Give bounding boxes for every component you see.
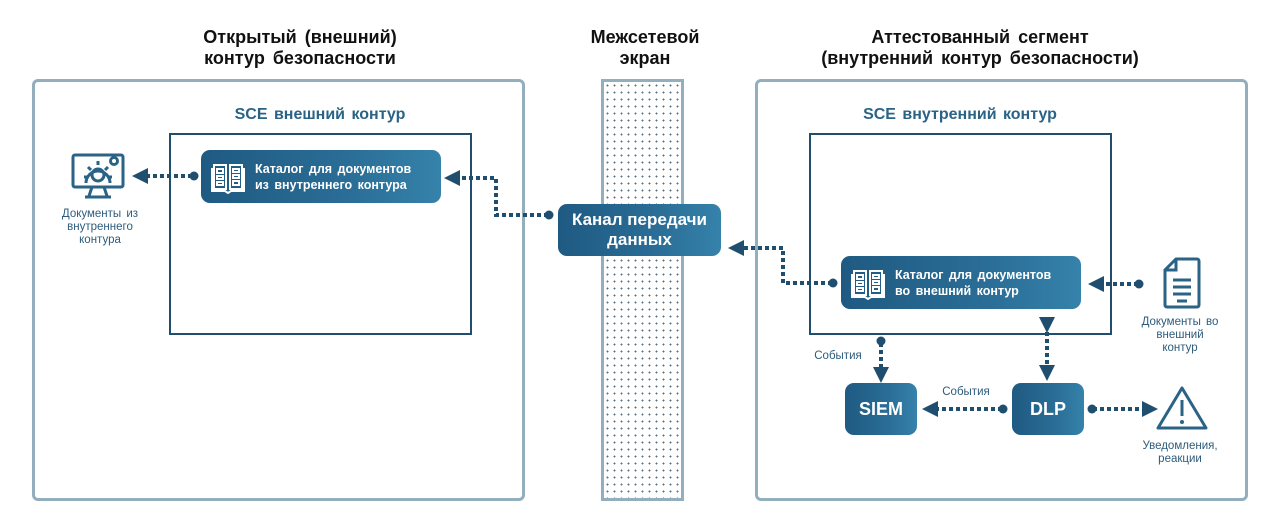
data-channel-node[interactable]: Канал передачи данных	[558, 204, 721, 256]
heading-line: экран	[619, 48, 671, 68]
heading-line: контур безопасности	[204, 48, 396, 68]
internal-source-label: Документы во внешний контур	[1125, 316, 1235, 355]
label-line: контура	[79, 234, 121, 246]
heading-line: Открытый (внешний)	[203, 27, 397, 47]
label-line: внешний	[1156, 329, 1204, 341]
external-catalog-label: Каталог для документов из внутреннего ко…	[255, 161, 411, 193]
label-line: внутреннего	[67, 221, 133, 233]
external-sce-box	[169, 133, 472, 335]
internal-sce-box	[809, 133, 1112, 335]
connector-dot	[544, 210, 554, 220]
internal-catalog-node[interactable]: Каталог для документов во внешний контур	[841, 256, 1081, 309]
internal-zone-heading: Аттестованный сегмент (внутренний контур…	[760, 27, 1200, 69]
siem-node[interactable]: SIEM	[845, 383, 917, 435]
connector-dot	[828, 278, 838, 288]
channel-line: данных	[607, 230, 672, 249]
connector-internal-catalog-to-channel	[728, 240, 832, 285]
internal-catalog-label: Каталог для документов во внешний контур	[895, 267, 1051, 299]
heading-line: Межсетевой	[590, 27, 700, 47]
book-icon	[211, 163, 245, 194]
catalog-line: Каталог для документов	[895, 267, 1052, 282]
connector-dot	[1087, 404, 1097, 414]
events-label-dlp: События	[942, 386, 990, 398]
connector-dot	[998, 404, 1008, 414]
external-zone	[32, 79, 525, 501]
label-line: Уведомления,	[1142, 440, 1218, 452]
dlp-node[interactable]: DLP	[1012, 383, 1084, 435]
external-endpoint-label: Документы из внутреннего контура	[45, 208, 155, 247]
internal-sce-title: SCE внутренний контур	[863, 106, 1057, 123]
label-line: Документы из	[61, 208, 139, 220]
external-catalog-node[interactable]: Каталог для документов из внутреннего ко…	[201, 150, 441, 203]
external-sce-title: SCE внешний контур	[234, 106, 406, 123]
label-line: реакции	[1158, 453, 1202, 465]
connector-dot	[876, 336, 886, 346]
external-zone-heading: Открытый (внешний) контур безопасности	[150, 27, 450, 69]
label-line: Документы во	[1141, 316, 1219, 328]
firewall-column	[601, 79, 684, 501]
firewall-heading: Межсетевой экран	[560, 27, 730, 69]
monitor-gear-icon	[71, 153, 125, 199]
events-label-siem: События	[814, 350, 862, 362]
alert-label: Уведомления, реакции	[1125, 440, 1235, 466]
catalog-line: во внешний контур	[895, 283, 1019, 298]
channel-line: Канал передачи	[572, 210, 707, 229]
document-icon	[1163, 257, 1201, 309]
connector-dot	[1134, 279, 1144, 289]
heading-line: Аттестованный сегмент	[871, 27, 1089, 47]
connector-channel-to-external-catalog	[444, 170, 548, 217]
book-icon	[851, 269, 885, 300]
warning-icon	[1156, 386, 1208, 430]
catalog-line: из внутреннего контура	[255, 177, 407, 192]
label-line: контур	[1162, 342, 1198, 354]
heading-line: (внутренний контур безопасности)	[821, 48, 1139, 68]
catalog-line: Каталог для документов	[255, 161, 412, 176]
connector-dot	[189, 171, 199, 181]
